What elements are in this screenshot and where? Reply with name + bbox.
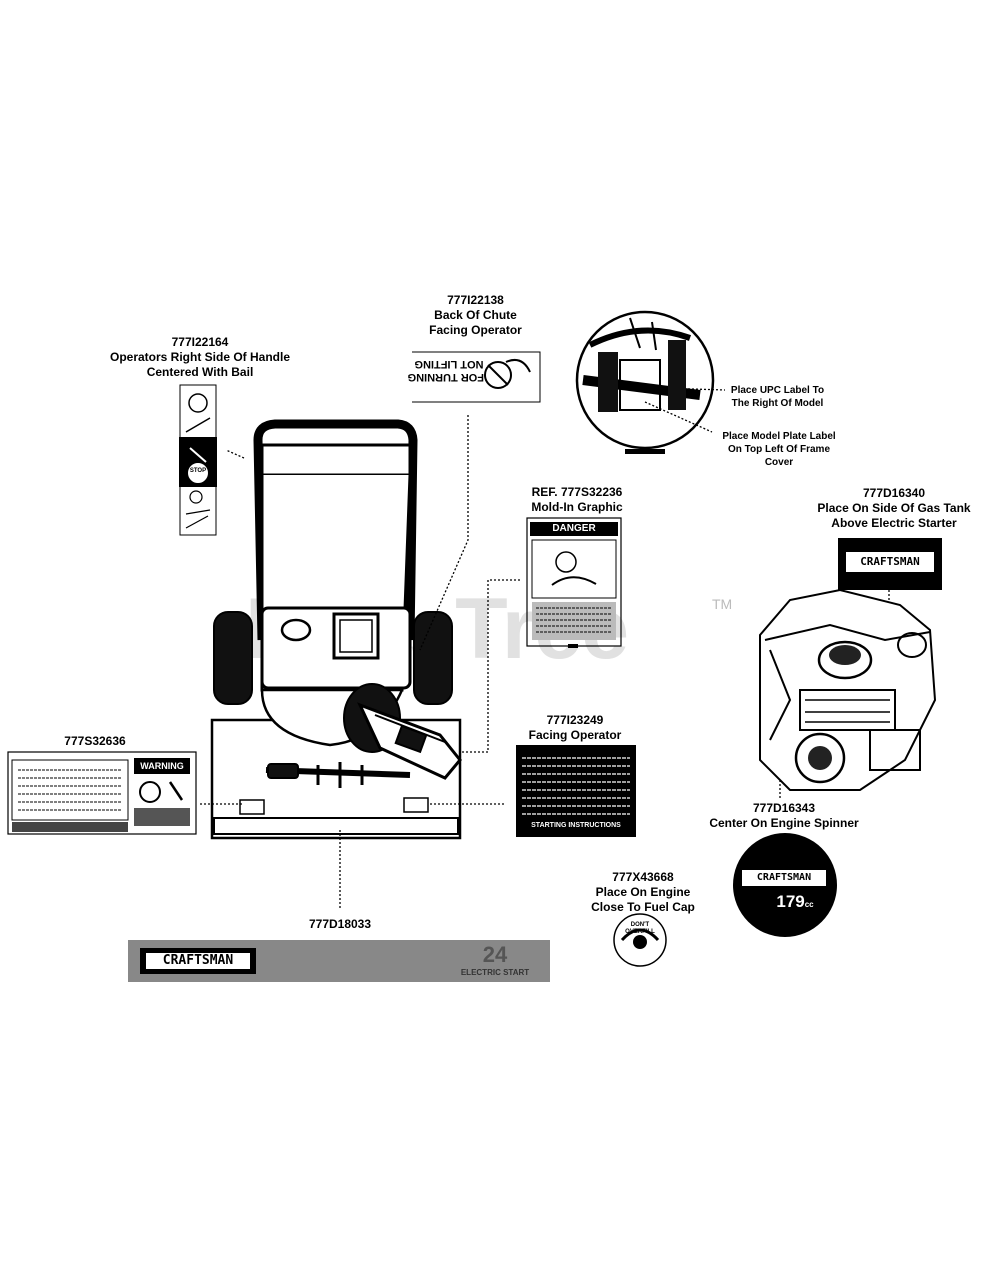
label-777i22164: 777I22164 Operators Right Side Of Handle… [109,335,291,379]
panel-number: 24 [482,942,508,967]
spinner-brand-text: CRAFTSMAN [756,872,812,883]
spinner-disc [733,833,837,937]
fuel-cap-decal [613,913,667,967]
stop-symbol: STOP [189,468,207,474]
label-777s32636: 777S32636 [64,734,126,748]
label-upc: Place UPC Label To The Right Of Model [730,385,825,409]
handle-decal-strip [179,384,217,536]
warning-header: WARNING [140,761,184,771]
label-777i22138: 777I22138 Back Of Chute Facing Operator [429,293,522,337]
label-model-plate: Place Model Plate Label On Top Left Of F… [722,431,836,468]
danger-decal [526,517,622,648]
panel-brand-text: CRAFTSMAN [162,953,234,968]
panel-tag: ELECTRIC START [460,968,530,977]
label-777x43668: 777X43668 Place On Engine Close To Fuel … [591,870,695,914]
frame-closeup [575,310,715,454]
label-777s32236: REF. 777S32236 Mold-In Graphic [531,485,623,514]
label-777d16340: 777D16340 Place On Side Of Gas Tank Abov… [817,486,971,530]
spinner-cc: 179cc [776,892,814,911]
label-777d16343: 777D16343 Center On Engine Spinner [709,801,859,830]
chute-decal-text: FOR TURNING NOT LIFTING [407,358,484,383]
danger-header: DANGER [552,523,596,534]
watermark-tm: TM [712,596,733,612]
starting-instructions-title: STARTING INSTRUCTIONS [531,822,621,829]
label-777d18033: 777D18033 [308,917,372,931]
chute-decal [412,351,541,403]
starting-instructions-decal [516,745,636,837]
brand-plate-16340 [838,538,942,590]
label-777i23249: 777I23249 Facing Operator [528,713,622,742]
brand-plate-text: CRAFTSMAN [860,555,920,568]
snowthrower-illustration [210,419,462,840]
warning-decal [7,751,197,835]
engine-illustration [759,588,937,791]
fuel-cap-text: DON'T OVERFILL [625,922,655,935]
panel-decal [128,940,550,982]
